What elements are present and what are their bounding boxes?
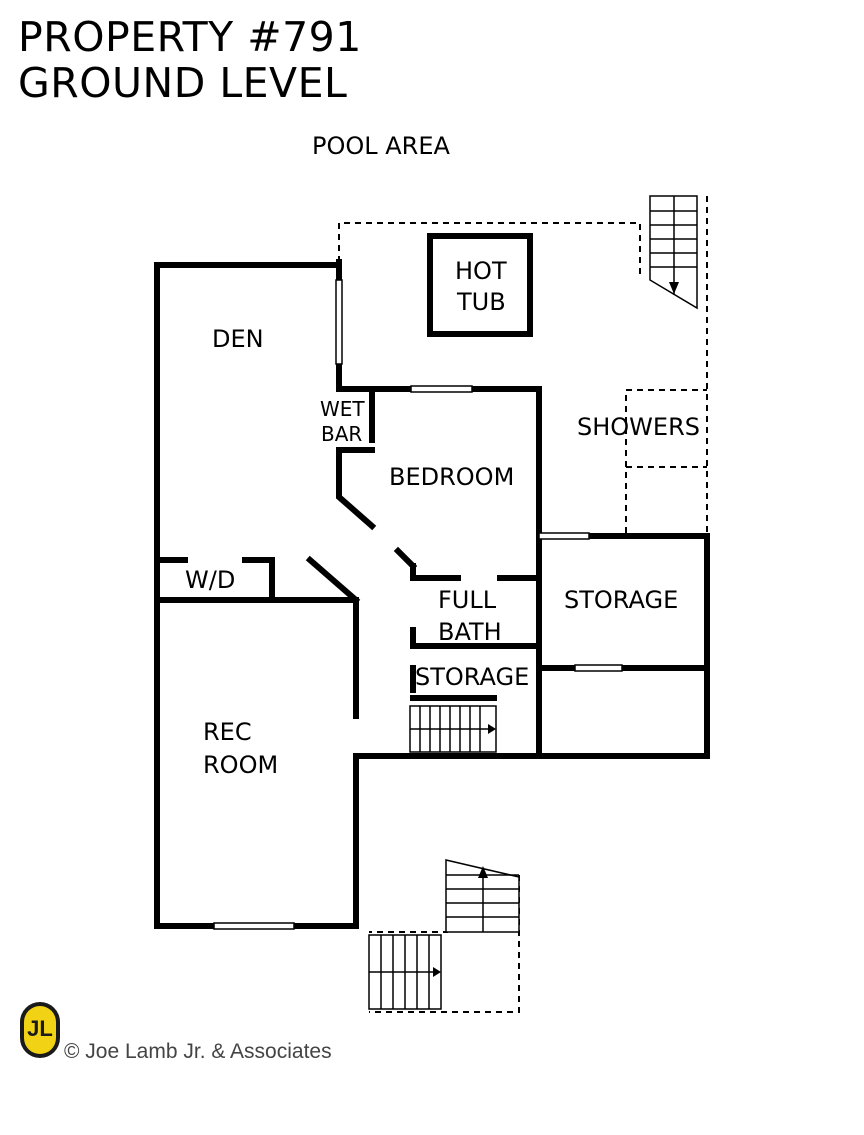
stairs-interior bbox=[409, 705, 497, 753]
label-full-bath-1: FULL bbox=[438, 586, 497, 614]
hot-tub bbox=[427, 233, 533, 337]
label-pool-area: POOL AREA bbox=[312, 132, 451, 160]
label-den: DEN bbox=[212, 325, 264, 353]
label-wd: W/D bbox=[185, 566, 235, 594]
label-bedroom: BEDROOM bbox=[389, 463, 514, 491]
logo-letters: JL bbox=[27, 1016, 53, 1041]
walls bbox=[154, 259, 710, 929]
label-full-bath-2: BATH bbox=[438, 618, 502, 646]
stairs-exterior bbox=[368, 859, 520, 1013]
title-line-2: GROUND LEVEL bbox=[18, 59, 348, 107]
plan-title: PROPERTY #791 GROUND LEVEL bbox=[18, 14, 362, 106]
copyright-text: © Joe Lamb Jr. & Associates bbox=[64, 1040, 332, 1063]
label-wet-bar-1: WET bbox=[320, 397, 365, 421]
label-showers: SHOWERS bbox=[577, 413, 700, 441]
title-line-1: PROPERTY #791 bbox=[18, 13, 362, 61]
label-rec-room-2: ROOM bbox=[203, 751, 278, 779]
jl-logo: JL bbox=[20, 1002, 60, 1058]
label-storage-right: STORAGE bbox=[564, 586, 678, 614]
label-wet-bar-2: BAR bbox=[321, 422, 362, 446]
label-rec-room-1: REC bbox=[203, 718, 252, 746]
pool-area-boundary bbox=[338, 196, 708, 533]
label-hot-tub-1: HOT bbox=[455, 257, 507, 285]
stairs-pool bbox=[649, 195, 698, 310]
doors bbox=[213, 279, 623, 930]
label-storage-center: STORAGE bbox=[415, 663, 529, 691]
label-hot-tub-2: TUB bbox=[456, 288, 506, 316]
